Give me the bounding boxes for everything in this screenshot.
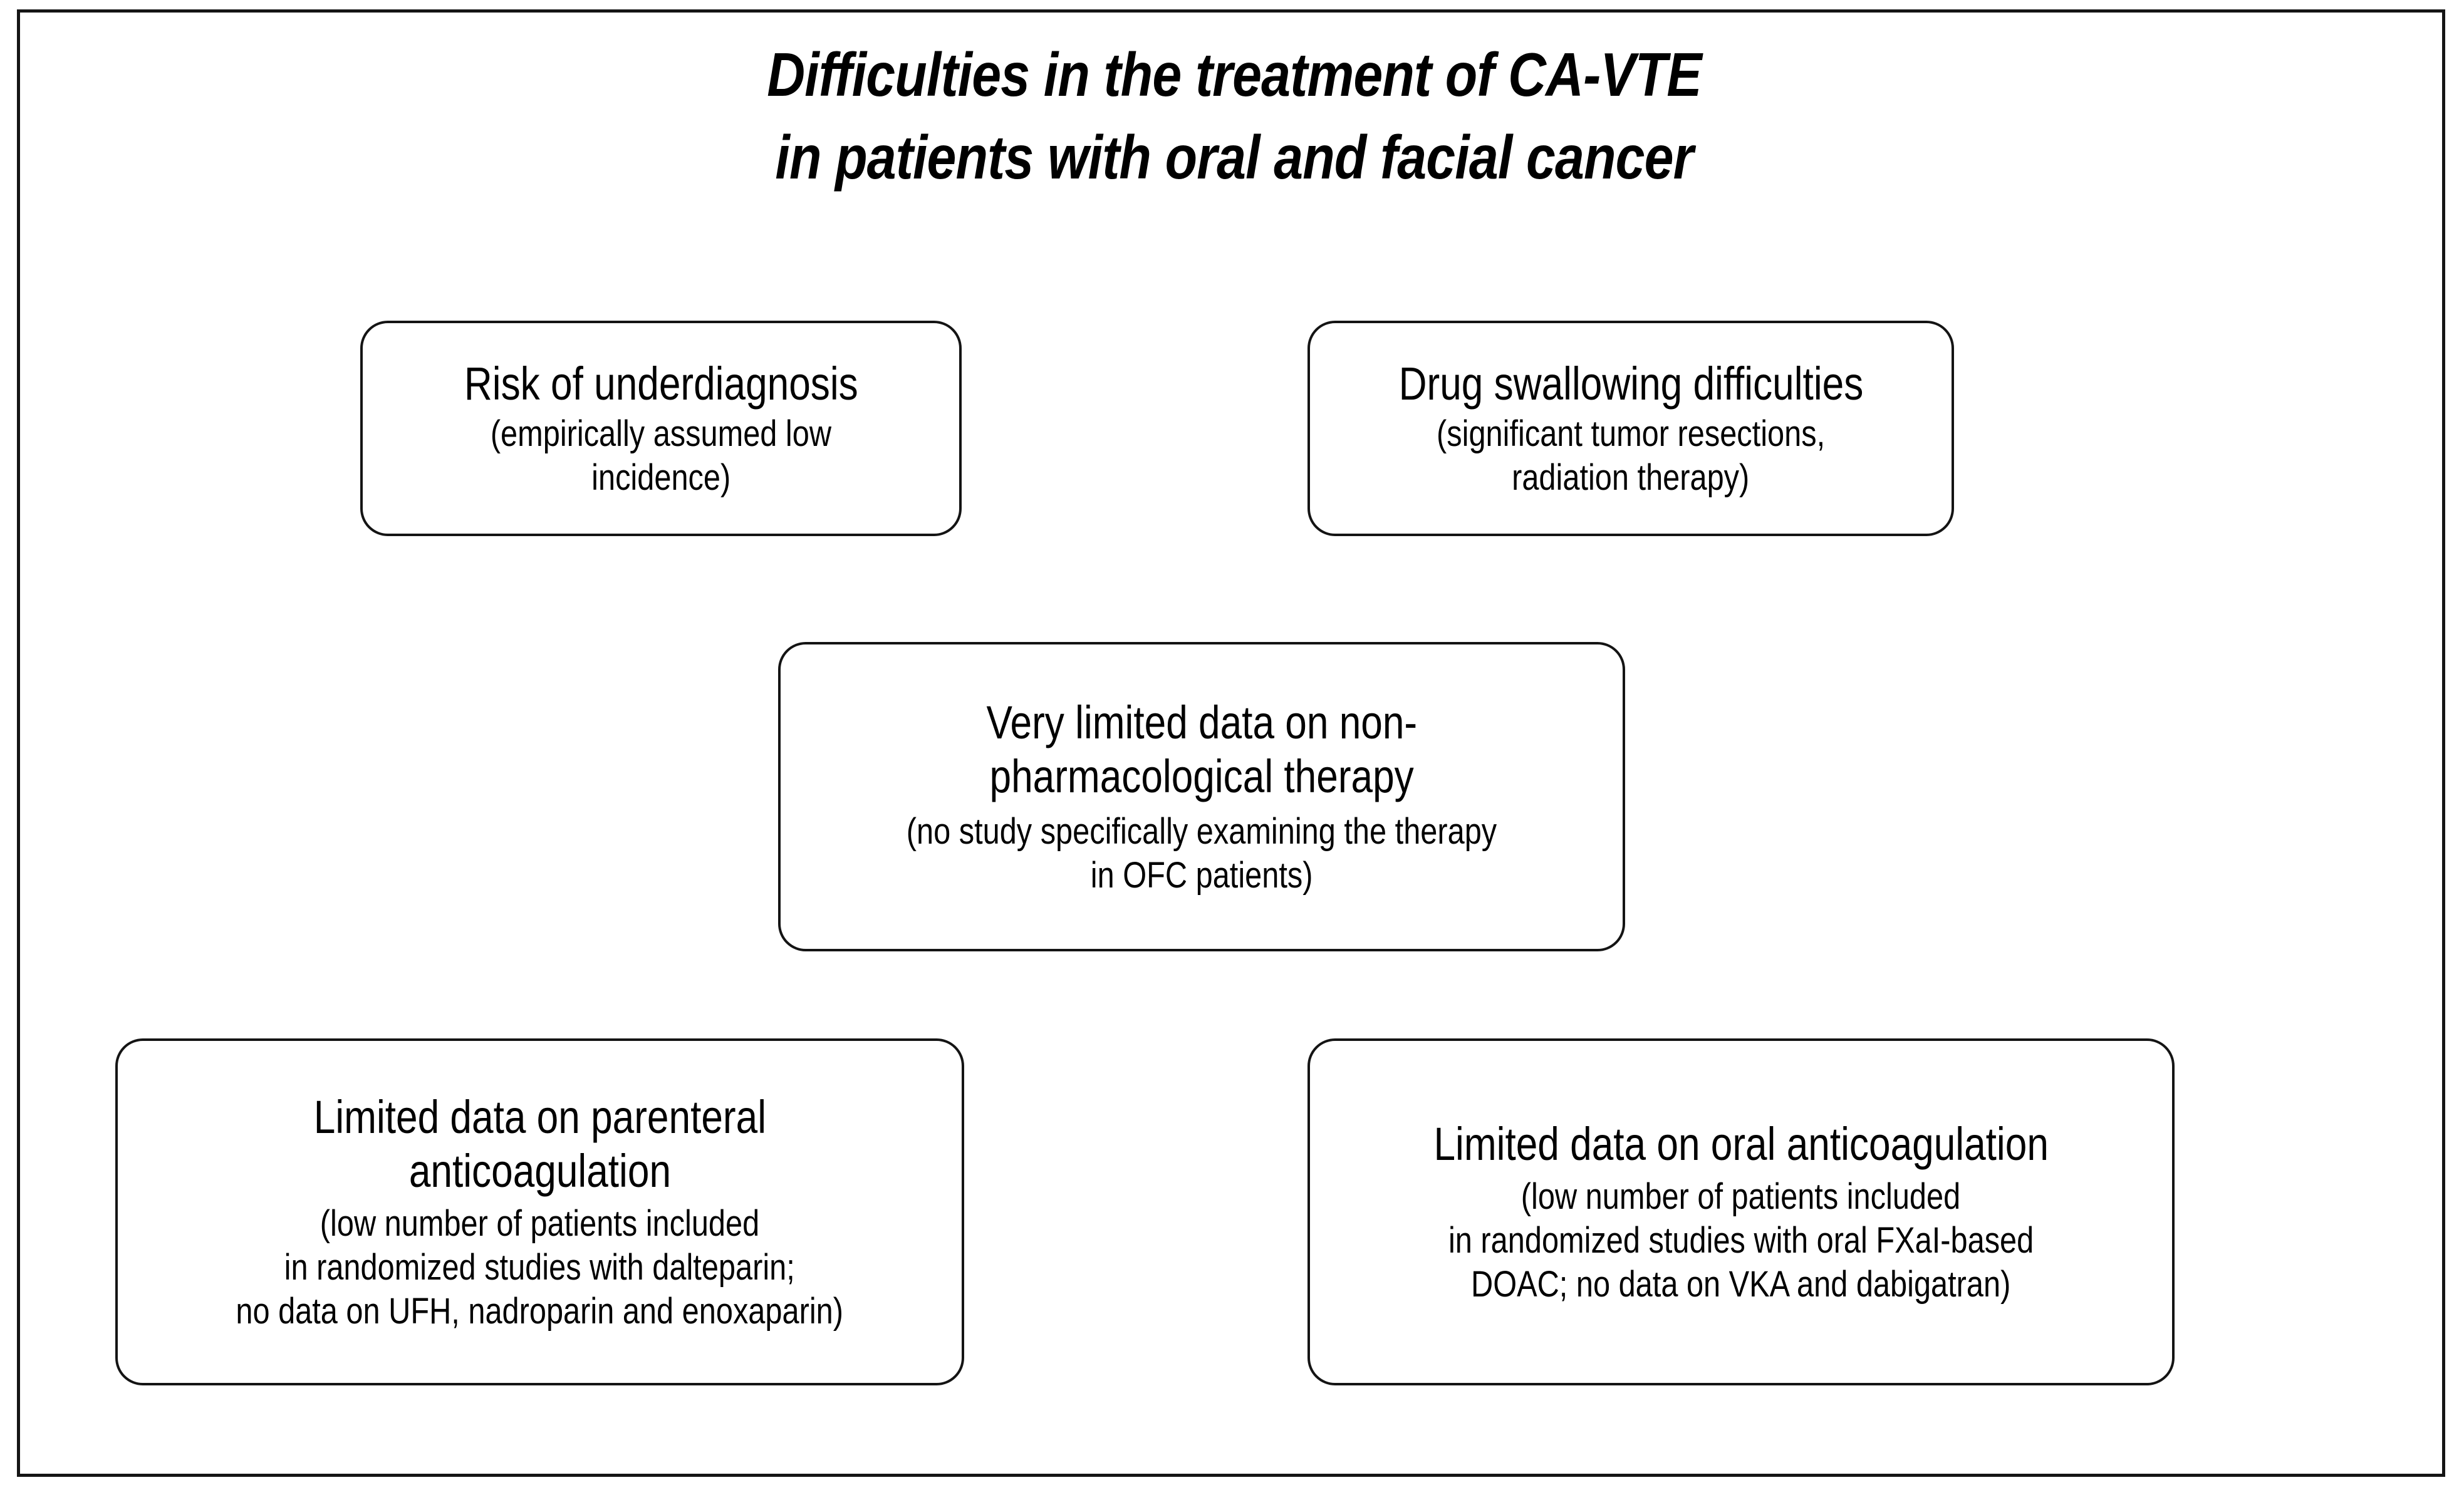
diagram-title-line-2: in patients with oral and facial cancer — [775, 123, 1693, 192]
diagram-outer-frame: Difficulties in the treatment of CA-VTE … — [17, 9, 2445, 1477]
node-text-line: (low number of patients included — [1521, 1176, 1961, 1217]
node-text-line: in randomized studies with oral FXaI-bas… — [1448, 1220, 2034, 1261]
node-box-non-pharmacological-therapy: Very limited data on non-pharmacological… — [778, 642, 1625, 951]
diagram-title: Difficulties in the treatment of CA-VTE … — [20, 33, 2448, 199]
node-text-line: Drug swallowing difficulties — [1398, 358, 1863, 410]
node-box-risk-of-underdiagnosis: Risk of underdiagnosis (empirically assu… — [360, 321, 962, 536]
node-text-line: (low number of patients included — [320, 1203, 760, 1244]
node-text-line: Risk of underdiagnosis — [464, 358, 858, 410]
node-text-line: pharmacological therapy — [989, 750, 1414, 802]
node-text-line: DOAC; no data on VKA and dabigatran) — [1471, 1264, 2011, 1305]
node-text-line: Very limited data on non- — [986, 696, 1417, 748]
node-text-line: Limited data on oral anticoagulation — [1433, 1118, 2049, 1170]
node-main-text: Risk of underdiagnosis — [427, 357, 896, 411]
node-box-drug-swallowing-difficulties: Drug swallowing difficulties (significan… — [1307, 321, 1954, 536]
node-box-oral-anticoagulation: Limited data on oral anticoagulation (lo… — [1307, 1038, 2175, 1385]
node-text-line: in OFC patients) — [1090, 855, 1313, 896]
node-text-line: in randomized studies with dalteparin; — [284, 1247, 796, 1288]
node-text-line: anticoagulation — [408, 1145, 671, 1197]
node-text-line: (no study specifically examining the the… — [906, 811, 1497, 852]
node-main-text: Limited data on oral anticoagulation — [1375, 1117, 2107, 1171]
node-text-line: no data on UFH, nadroparin and enoxapari… — [236, 1291, 844, 1332]
node-main-text: Drug swallowing difficulties — [1354, 357, 1908, 411]
diagram-title-line-1: Difficulties in the treatment of CA-VTE — [767, 40, 1702, 109]
node-sub-text: (no study specifically examining the the… — [850, 810, 1553, 898]
node-text-line: (significant tumor resections, — [1436, 413, 1826, 454]
node-main-text: Very limited data on non-pharmacological… — [945, 696, 1458, 804]
node-text-line: radiation therapy) — [1512, 457, 1750, 498]
node-text-line: incidence) — [591, 457, 731, 498]
node-text-line: Limited data on parenteral — [313, 1091, 766, 1143]
node-sub-text: (significant tumor resections,radiation … — [1400, 412, 1862, 500]
node-text-line: (empirically assumed low — [490, 413, 832, 454]
